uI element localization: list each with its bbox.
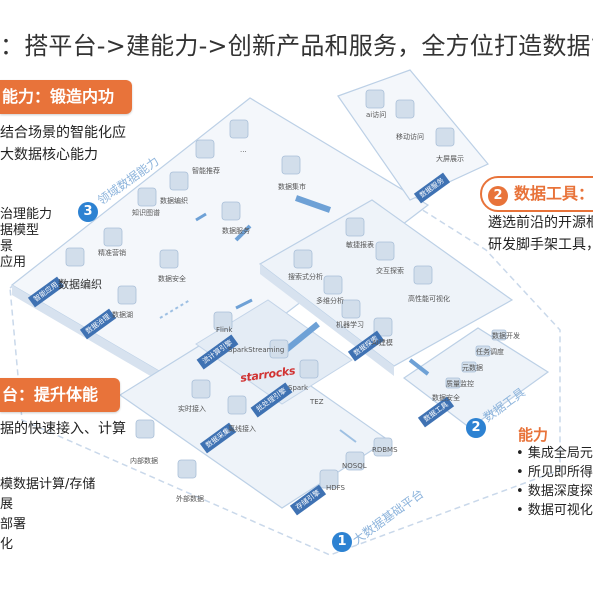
panel-line: 大数据核心能力 <box>0 147 98 163</box>
node-label: ... <box>240 146 247 154</box>
bullet-list: • 集成全局元数 • 所见即所得， • 数据深度探查 • 数据可视化多 <box>516 444 593 520</box>
arrow-connector <box>195 212 207 222</box>
page-title: ：搭平台->建能力->创新产品和服务，全方位打造数据能力 <box>0 32 593 60</box>
node-label: 交互探索 <box>376 267 404 275</box>
arrow-connector <box>408 358 430 376</box>
node-label: TEZ <box>310 398 324 406</box>
node-label: RDBMS <box>372 446 398 454</box>
node-label: 数据湖 <box>112 311 133 319</box>
marker-three: 3 <box>78 202 98 222</box>
node-label: 数据安全 <box>158 275 186 283</box>
panel-item: 应用 <box>0 255 27 270</box>
node-label: 数据服务 <box>222 227 250 235</box>
node-label: 高性能可视化 <box>408 295 450 303</box>
layer-domain-edge <box>12 285 188 398</box>
node-label: 任务调度 <box>476 348 504 356</box>
panel-line: 遴选前沿的开源框 <box>488 215 593 231</box>
node-label: 知识图谱 <box>132 209 160 217</box>
panel-line: 据的快速接入、计算 <box>0 421 126 437</box>
node-label: NOSQL <box>342 462 367 470</box>
node-label: 数据开发 <box>492 332 520 340</box>
layer-domain-platform <box>10 97 430 389</box>
node-label: 大屏展示 <box>436 155 464 163</box>
node-label: Spark <box>288 384 309 392</box>
node-label: 多维分析 <box>316 297 344 305</box>
node-label: Flink <box>216 326 233 334</box>
panel-line: 结合场景的智能化应 <box>0 125 126 141</box>
panel-header-tools-label: 数据工具：开 <box>514 184 593 203</box>
node-label: 精准营销 <box>98 249 126 257</box>
node-label: 实时接入 <box>178 405 206 413</box>
node-label: 智能推荐 <box>192 167 220 175</box>
node-label: 外部数据 <box>176 495 204 503</box>
panel-item: 展 <box>0 497 14 512</box>
label-data-fabric: 数据编织 <box>58 278 102 291</box>
panel-header-capability: 能力：锻造内功 <box>0 80 132 114</box>
node-label: 离线接入 <box>228 425 256 433</box>
node-label: AI建模 <box>372 339 393 347</box>
arrow-connector <box>234 224 252 242</box>
arrow-connector <box>339 429 357 443</box>
panel-item: 模数据计算/存储 <box>0 477 96 492</box>
number-badge: 2 <box>488 186 508 206</box>
bullet-item: • 集成全局元数 <box>516 446 593 461</box>
node-label: 数据集市 <box>278 183 306 191</box>
panel-header-platform: 台：提升体能 <box>0 378 120 412</box>
bullet-item: • 数据可视化多 <box>516 503 593 518</box>
node-label: 内部数据 <box>130 457 158 465</box>
arrow-connector <box>284 321 320 353</box>
bullet-item: • 数据深度探查 <box>516 484 593 499</box>
node-label: 质量监控 <box>446 380 474 388</box>
node-label: HDFS <box>326 484 346 492</box>
node-label: 敏捷报表 <box>346 241 374 249</box>
panel-subheader: 能力 <box>518 426 549 444</box>
node-label: 数据安全 <box>432 394 460 402</box>
node-label: 元数据 <box>462 364 483 372</box>
node-label: 数据编织 <box>160 197 188 205</box>
node-label: ai访问 <box>366 111 387 119</box>
panel-item: 据模型 <box>0 223 40 238</box>
panel-item: 治理能力 <box>0 207 53 222</box>
panel-item: 部署 <box>0 517 27 532</box>
node-label: 机器学习 <box>336 321 364 329</box>
node-label: SparkStreaming <box>228 346 285 354</box>
marker-one: 1 <box>332 532 352 552</box>
panel-header-tools: 2 数据工具：开 <box>480 176 593 212</box>
marker-two: 2 <box>466 418 486 438</box>
node-label: 移动访问 <box>396 133 424 141</box>
arrow-connector <box>295 195 331 213</box>
panel-item: 化 <box>0 537 14 552</box>
node-label: 搜索式分析 <box>288 273 323 281</box>
layer-explore-platform <box>258 199 514 367</box>
arrow-connector <box>235 298 253 310</box>
bullet-item: • 所见即所得， <box>516 465 593 480</box>
panel-line: 研发脚手架工具， <box>488 237 593 253</box>
panel-item: 景 <box>0 239 14 254</box>
